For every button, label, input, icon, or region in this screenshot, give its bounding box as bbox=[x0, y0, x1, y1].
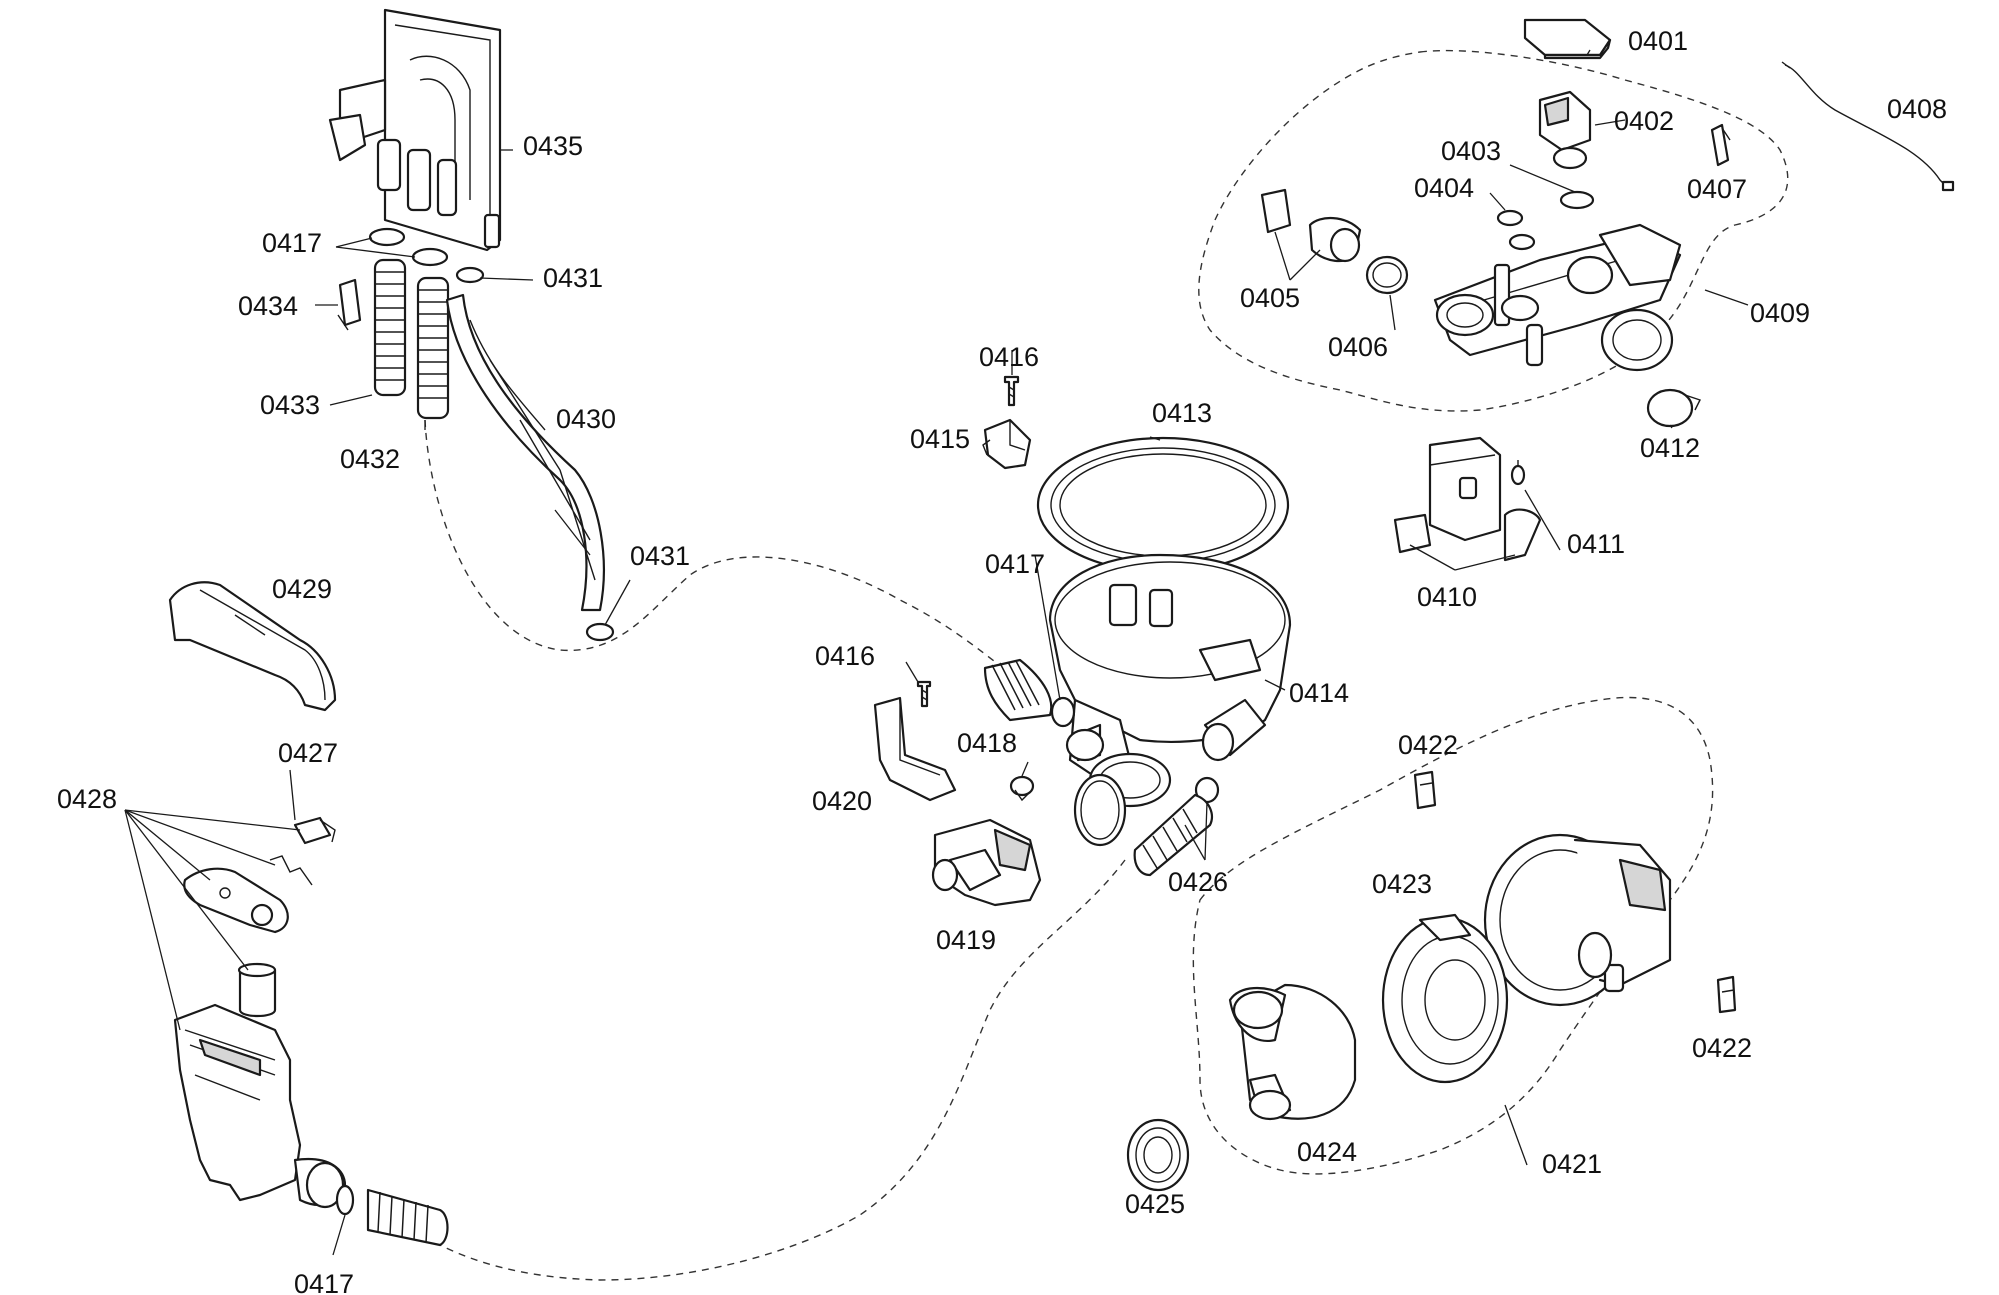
part-0405-sensor bbox=[1260, 188, 1362, 263]
part-0415-bracket bbox=[982, 418, 1032, 470]
label-0416-top: 0416 bbox=[979, 342, 1039, 372]
label-0434: 0434 bbox=[238, 291, 298, 321]
part-0404-rings bbox=[1496, 209, 1536, 251]
part-0401-box bbox=[1523, 18, 1612, 60]
label-0406: 0406 bbox=[1328, 332, 1388, 362]
label-0422-right: 0422 bbox=[1692, 1033, 1752, 1063]
label-0421: 0421 bbox=[1542, 1149, 1602, 1179]
part-0426-corrugated-hose bbox=[1133, 793, 1213, 877]
part-0425-ring bbox=[1126, 1118, 1190, 1192]
part-0407-clip bbox=[1710, 123, 1731, 167]
label-0428: 0428 bbox=[57, 784, 117, 814]
hose-route-0430-upper bbox=[424, 419, 1021, 681]
part-0406-ring bbox=[1365, 255, 1409, 295]
part-0410-sensor-assembly bbox=[1393, 436, 1542, 562]
part-0413-seal-ring bbox=[1036, 436, 1290, 574]
part-0432-corrugated-hose bbox=[416, 276, 450, 420]
label-0433: 0433 bbox=[260, 390, 320, 420]
part-0416-screw-top bbox=[1003, 375, 1020, 407]
part-0409-manifold bbox=[1433, 223, 1682, 372]
label-0426: 0426 bbox=[1168, 867, 1228, 897]
part-0418-clip bbox=[1009, 775, 1035, 802]
part-0427-small-part bbox=[293, 816, 336, 845]
part-0428-valve-assembly bbox=[173, 1003, 347, 1209]
leader-lines bbox=[124, 49, 1749, 1256]
part-0431-clamp-top bbox=[455, 266, 485, 284]
part-0414-sump bbox=[1048, 553, 1292, 808]
part-0428-lever bbox=[183, 867, 289, 934]
part-0434-clip bbox=[337, 278, 362, 331]
part-0417-spring-center bbox=[983, 658, 1053, 722]
label-0423: 0423 bbox=[1372, 869, 1432, 899]
part-0429-cover bbox=[168, 581, 337, 712]
label-0413: 0413 bbox=[1152, 398, 1212, 428]
label-0422-top: 0422 bbox=[1398, 730, 1458, 760]
label-0407: 0407 bbox=[1687, 174, 1747, 204]
part-0422-clip-top bbox=[1413, 770, 1437, 810]
label-0411: 0411 bbox=[1567, 529, 1625, 559]
label-0412: 0412 bbox=[1640, 433, 1700, 463]
label-0414: 0414 bbox=[1289, 678, 1349, 708]
label-0427: 0427 bbox=[278, 738, 338, 768]
label-0417-center: 0417 bbox=[985, 549, 1045, 579]
part-0403-ring bbox=[1559, 190, 1595, 210]
part-0423-impeller-housing bbox=[1381, 913, 1509, 1084]
label-0432: 0432 bbox=[340, 444, 400, 474]
part-0416-screw-center bbox=[916, 680, 932, 708]
part-0408-wire bbox=[1781, 61, 1955, 192]
label-0418: 0418 bbox=[957, 728, 1017, 758]
part-0433-corrugated-hose bbox=[373, 258, 407, 397]
part-0419-pump bbox=[931, 818, 1042, 907]
part-0435-duct bbox=[328, 8, 502, 252]
label-0417-bottom: 0417 bbox=[294, 1269, 354, 1295]
part-0421-motor-housing bbox=[1483, 833, 1672, 1007]
part-0430-drain-hose bbox=[445, 293, 615, 642]
part-0417-ring-sump bbox=[1073, 773, 1127, 847]
part-0428-spring bbox=[269, 855, 313, 886]
label-0415: 0415 bbox=[910, 424, 970, 454]
label-0431-center: 0431 bbox=[630, 541, 690, 571]
label-0408: 0408 bbox=[1887, 94, 1947, 124]
part-0417-ring-center bbox=[1050, 696, 1076, 728]
part-0402-valve bbox=[1538, 90, 1592, 170]
label-0429: 0429 bbox=[272, 574, 332, 604]
label-0431-top: 0431 bbox=[543, 263, 603, 293]
part-0411-pin bbox=[1510, 460, 1526, 486]
label-0409: 0409 bbox=[1750, 298, 1810, 328]
group-outlines bbox=[424, 49, 1789, 1281]
hose-route-0426 bbox=[439, 859, 1126, 1281]
part-0422-clip-right bbox=[1716, 975, 1737, 1014]
part-0424-pump-volute bbox=[1228, 983, 1357, 1121]
part-0417-ring-bottom bbox=[335, 1184, 355, 1216]
label-0401: 0401 bbox=[1628, 26, 1688, 56]
label-0420: 0420 bbox=[812, 786, 872, 816]
part-0412-clamp bbox=[1646, 388, 1701, 428]
label-0403: 0403 bbox=[1441, 136, 1501, 166]
part-0420-bracket bbox=[873, 696, 957, 802]
part-labels: 0401 0402 0403 0404 0405 0406 0407 0408 … bbox=[57, 26, 1947, 1295]
label-0410: 0410 bbox=[1417, 582, 1477, 612]
part-0426-corrugated-connector bbox=[366, 1188, 449, 1247]
group-outline-0409 bbox=[1198, 49, 1789, 412]
label-0430: 0430 bbox=[556, 404, 616, 434]
label-0419: 0419 bbox=[936, 925, 996, 955]
label-0425: 0425 bbox=[1125, 1189, 1185, 1219]
label-0402: 0402 bbox=[1614, 106, 1674, 136]
label-0404: 0404 bbox=[1414, 173, 1474, 203]
label-0424: 0424 bbox=[1297, 1137, 1357, 1167]
part-0428-cylinder bbox=[237, 962, 277, 1018]
label-0416-center: 0416 bbox=[815, 641, 875, 671]
label-0435: 0435 bbox=[523, 131, 583, 161]
label-0417-top: 0417 bbox=[262, 228, 322, 258]
label-0405: 0405 bbox=[1240, 283, 1300, 313]
group-outline-0421 bbox=[1192, 696, 1714, 1175]
